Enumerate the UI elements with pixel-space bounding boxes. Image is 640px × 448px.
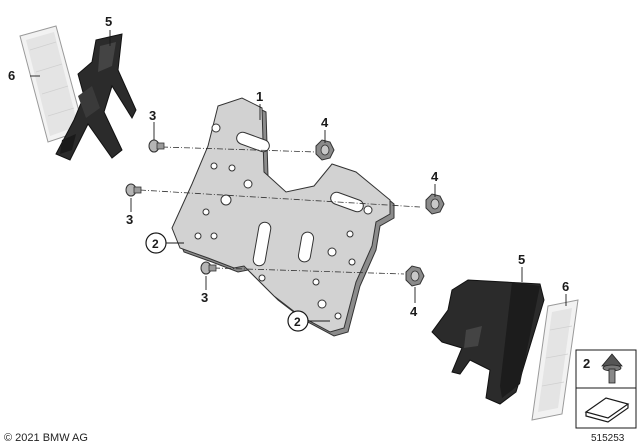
reflector-left[interactable] <box>19 25 85 143</box>
mounting-plate[interactable] <box>171 97 395 337</box>
callout-rivet-b-label: 2 <box>294 315 301 329</box>
callout-reflector-left: 6 <box>8 68 15 83</box>
callout-nut-top: 4 <box>321 115 329 130</box>
callout-bracket-right: 5 <box>518 252 525 267</box>
nut-mid[interactable] <box>425 193 445 215</box>
callout-screw-mid: 3 <box>126 212 133 227</box>
screw-bottom[interactable] <box>200 261 217 275</box>
callout-rivet-b: 2 <box>287 310 309 332</box>
screw-top[interactable] <box>148 139 165 153</box>
bracket-left[interactable] <box>55 33 137 161</box>
assembly-lines <box>139 146 421 275</box>
callout-plate: 1 <box>256 89 263 104</box>
image-number: 515253 <box>591 433 625 444</box>
leader-lines <box>30 30 567 322</box>
nut-bottom[interactable] <box>405 265 425 287</box>
legend-part-number: 2 <box>583 356 590 371</box>
copyright-text: © 2021 BMW AG <box>4 432 88 444</box>
callout-rivet-a-label: 2 <box>152 237 159 251</box>
bracket-right[interactable] <box>431 279 545 405</box>
reflector-right[interactable] <box>531 299 579 421</box>
legend-box: 2 <box>575 349 637 429</box>
callout-nut-bottom: 4 <box>410 304 418 319</box>
callout-screw-bottom: 3 <box>201 290 208 305</box>
callout-screw-top: 3 <box>149 108 156 123</box>
nut-top[interactable] <box>315 139 335 161</box>
callout-nut-mid: 4 <box>431 169 439 184</box>
callout-bracket-left: 5 <box>105 14 112 29</box>
shim-symbol-icon <box>584 397 630 423</box>
callout-reflector-right: 6 <box>562 279 569 294</box>
rivet-icon <box>601 353 623 384</box>
screw-mid[interactable] <box>125 183 142 197</box>
callout-rivet-a: 2 <box>145 232 167 254</box>
